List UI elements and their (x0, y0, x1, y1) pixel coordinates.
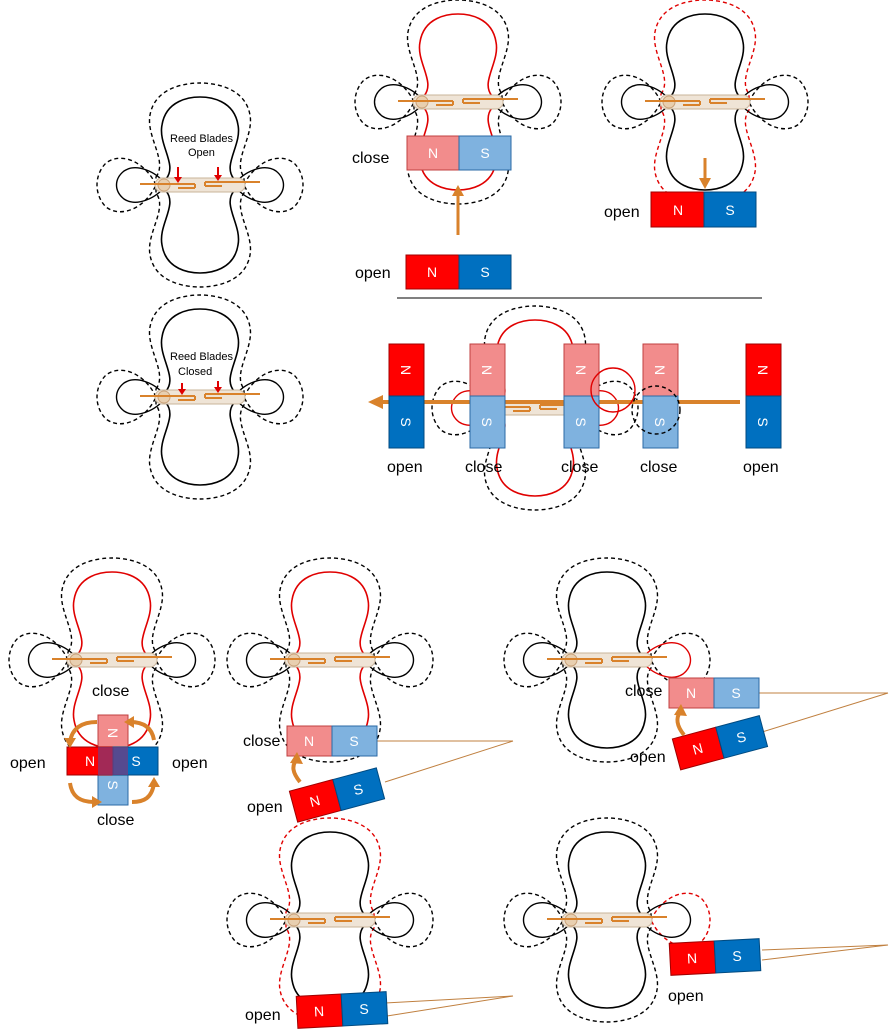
north-pole-label: N (85, 753, 95, 769)
open-label: open (245, 1007, 281, 1024)
north-pole-label: N (105, 728, 121, 738)
north-pole-label: N (479, 365, 495, 375)
south-pole-label: S (359, 1001, 369, 1017)
south-pole-label: S (480, 264, 489, 280)
south-pole-label: S (480, 145, 489, 161)
north-pole-label: N (691, 740, 705, 758)
north-pole-label: N (428, 145, 438, 161)
open-label: open (743, 459, 779, 476)
close-label: close (243, 733, 280, 750)
north-pole-label: N (755, 365, 771, 375)
close-label: close (640, 459, 677, 476)
vertical-magnet-close-2: N S (563, 343, 600, 449)
reed-blades-closed-sublabel: Closed (178, 366, 212, 378)
open-label: open (604, 204, 640, 221)
reed-switch-blades-closed: Reed Blades Closed (97, 295, 303, 499)
north-pole-label: N (687, 950, 698, 967)
close-label: close (92, 683, 129, 700)
close-label: close (625, 683, 662, 700)
north-pole-label: N (673, 202, 683, 218)
open-label: open (355, 265, 391, 282)
close-label: close (352, 150, 389, 167)
south-pole-label: S (352, 780, 365, 798)
magnet-pivot-open-2: N S (295, 991, 389, 1029)
magnet-pivot-close: N S (286, 725, 378, 757)
close-label: close (465, 459, 502, 476)
north-pole-label: N (304, 733, 314, 749)
reed-blades-open-sublabel: Open (188, 147, 215, 159)
switch-axial-slide (431, 305, 639, 511)
north-pole-label: N (427, 264, 437, 280)
south-pole-label: S (105, 780, 121, 789)
reed-switch-blades-open: Reed Blades Open (97, 83, 303, 287)
vertical-magnet-open-left: N S (388, 343, 425, 449)
south-pole-label: S (725, 202, 734, 218)
magnet-lobe-open: N S (671, 715, 769, 771)
south-pole-label: S (731, 685, 740, 701)
vertical-magnet-close-1: N S (469, 343, 506, 449)
north-pole-label: N (573, 365, 589, 375)
cross-magnet: N S N S (66, 714, 159, 806)
south-pole-label: S (131, 753, 140, 769)
open-label: open (387, 459, 423, 476)
open-label: open (172, 755, 208, 772)
open-label: open (247, 799, 283, 816)
switch-pivot-open (227, 818, 433, 1022)
south-pole-label: S (479, 417, 495, 426)
reed-blades-closed-label: Reed Blades (170, 351, 233, 363)
south-pole-label: S (732, 948, 742, 964)
north-pole-label: N (398, 365, 414, 375)
magnet-pivot-open: N S (288, 767, 386, 823)
south-pole-label: S (755, 417, 771, 426)
vertical-magnet-open-right: N S (745, 343, 782, 449)
north-pole-label: N (308, 792, 322, 810)
magnet-lobe-open-2: N S (668, 938, 762, 976)
south-pole-label: S (735, 728, 748, 746)
north-pole-label: N (686, 685, 696, 701)
open-label: open (668, 988, 704, 1005)
close-label: close (561, 459, 598, 476)
switch-magnet-below-close (355, 0, 561, 204)
magnet-open-right: N S (650, 191, 757, 228)
close-label: close (97, 812, 134, 829)
vertical-magnet-close-3: N S (642, 343, 679, 449)
north-pole-label: N (314, 1003, 325, 1020)
south-pole-label: S (652, 417, 668, 426)
north-pole-label: N (652, 365, 668, 375)
open-label: open (630, 749, 666, 766)
south-pole-label: S (349, 733, 358, 749)
south-pole-label: S (573, 417, 589, 426)
magnet-open-bottom: N S (405, 254, 512, 290)
magnet-close-light: N S (406, 135, 512, 171)
open-label: open (10, 755, 46, 772)
magnet-lobe-close: N S (668, 677, 760, 709)
south-pole-label: S (398, 417, 414, 426)
reed-blades-open-label: Reed Blades (170, 133, 233, 145)
